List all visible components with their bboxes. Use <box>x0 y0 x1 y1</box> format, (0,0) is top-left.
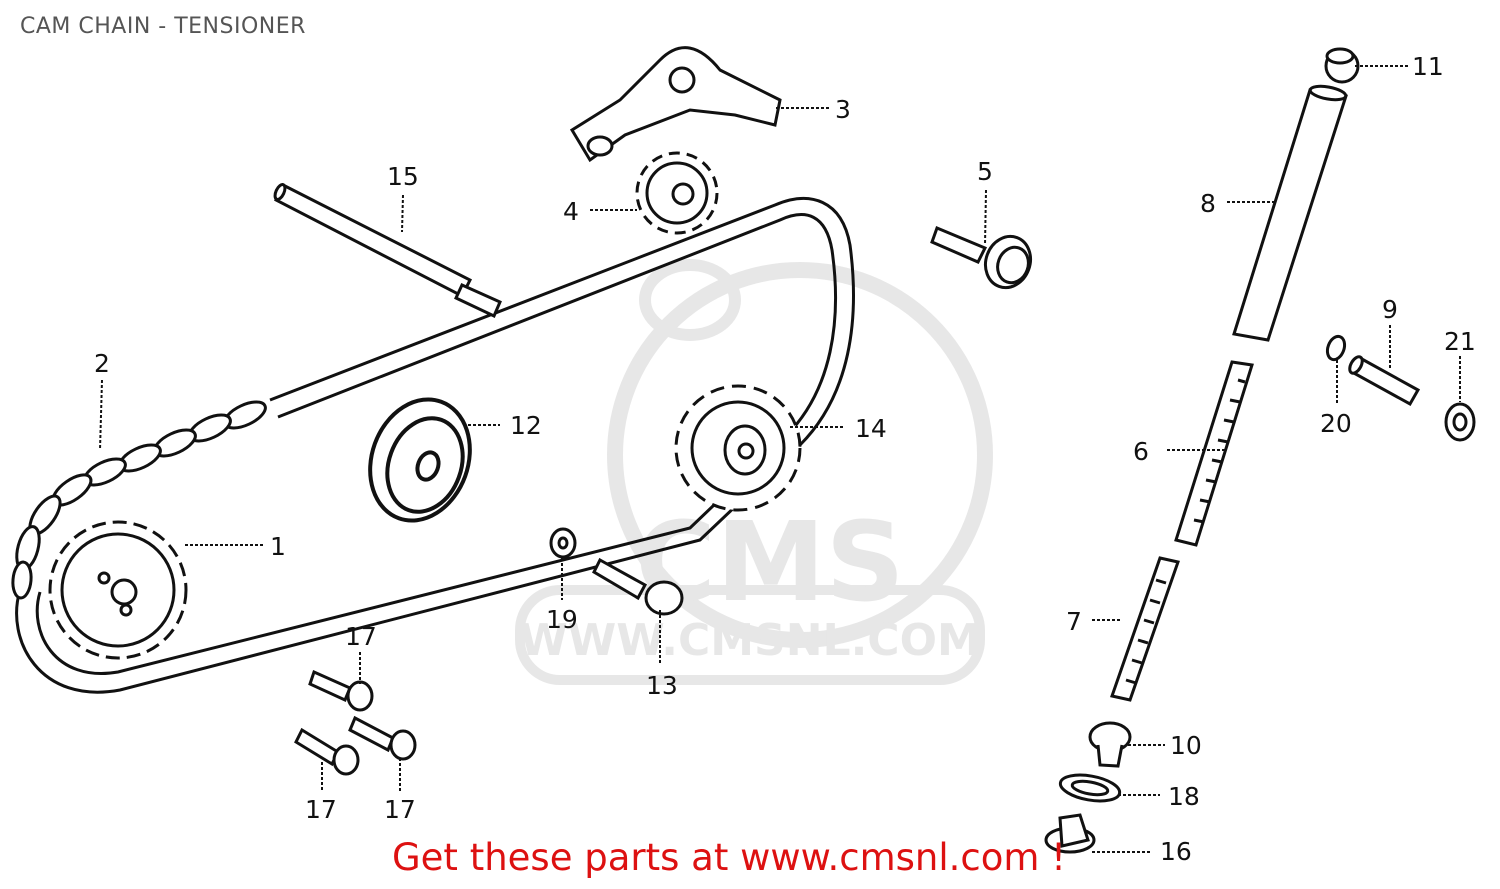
callout-17b: 17 <box>305 795 337 824</box>
nut <box>1444 402 1476 442</box>
callout-17c: 17 <box>384 795 416 824</box>
callout-13: 13 <box>646 671 678 700</box>
callout-15: 15 <box>387 162 419 191</box>
callout-10: 10 <box>1170 731 1202 760</box>
tube-cap <box>1324 47 1360 84</box>
watermark-url: WWW.CMSNL.COM <box>519 615 981 666</box>
tensioner-bracket <box>569 46 782 163</box>
callout-18: 18 <box>1168 782 1200 811</box>
callout-2: 2 <box>94 349 110 378</box>
callout-20: 20 <box>1320 409 1352 438</box>
idler-sprocket <box>674 384 802 512</box>
callout-11: 11 <box>1412 52 1444 81</box>
callout-4: 4 <box>563 197 579 226</box>
callout-21: 21 <box>1444 327 1476 356</box>
small-sprocket <box>635 151 719 235</box>
crank-sprocket <box>48 520 188 660</box>
o-ring <box>1325 334 1347 362</box>
stud-bolt <box>1348 355 1421 407</box>
small-washer <box>549 527 577 559</box>
callout-19: 19 <box>546 605 578 634</box>
tensioner-shaft <box>273 182 502 319</box>
callout-5: 5 <box>977 157 993 186</box>
page-title: CAM CHAIN - TENSIONER <box>20 14 306 39</box>
leader-lines <box>99 65 1461 853</box>
idler-bolt <box>592 557 684 616</box>
callout-9: 9 <box>1382 295 1398 324</box>
callout-7: 7 <box>1066 607 1082 636</box>
callout-16: 16 <box>1160 837 1192 866</box>
tensioner-tube <box>1232 84 1348 342</box>
sealing-bolt <box>1044 813 1096 854</box>
tensioner-roller <box>368 397 472 523</box>
tensioner-springs <box>1110 360 1254 702</box>
watermark: CMS WWW.CMSNL.COM <box>515 259 993 685</box>
callout-14: 14 <box>855 414 887 443</box>
callout-labels: 1 2 3 4 5 6 7 8 9 10 11 12 13 14 15 16 1… <box>94 52 1476 866</box>
callout-8: 8 <box>1200 189 1216 218</box>
callout-17a: 17 <box>345 622 377 651</box>
callout-12: 12 <box>510 411 542 440</box>
get-parts-link[interactable]: Get these parts at www.cmsnl.com ! <box>392 836 1067 879</box>
callout-3: 3 <box>835 95 851 124</box>
pivot-bolt <box>930 226 1033 290</box>
callout-6: 6 <box>1133 437 1149 466</box>
tensioner-plug <box>1088 721 1132 768</box>
chain-links <box>11 400 267 600</box>
sealing-washer <box>1058 773 1122 803</box>
cam-chain-loop <box>15 197 855 694</box>
guide-bolts <box>294 669 417 776</box>
callout-1: 1 <box>270 532 286 561</box>
